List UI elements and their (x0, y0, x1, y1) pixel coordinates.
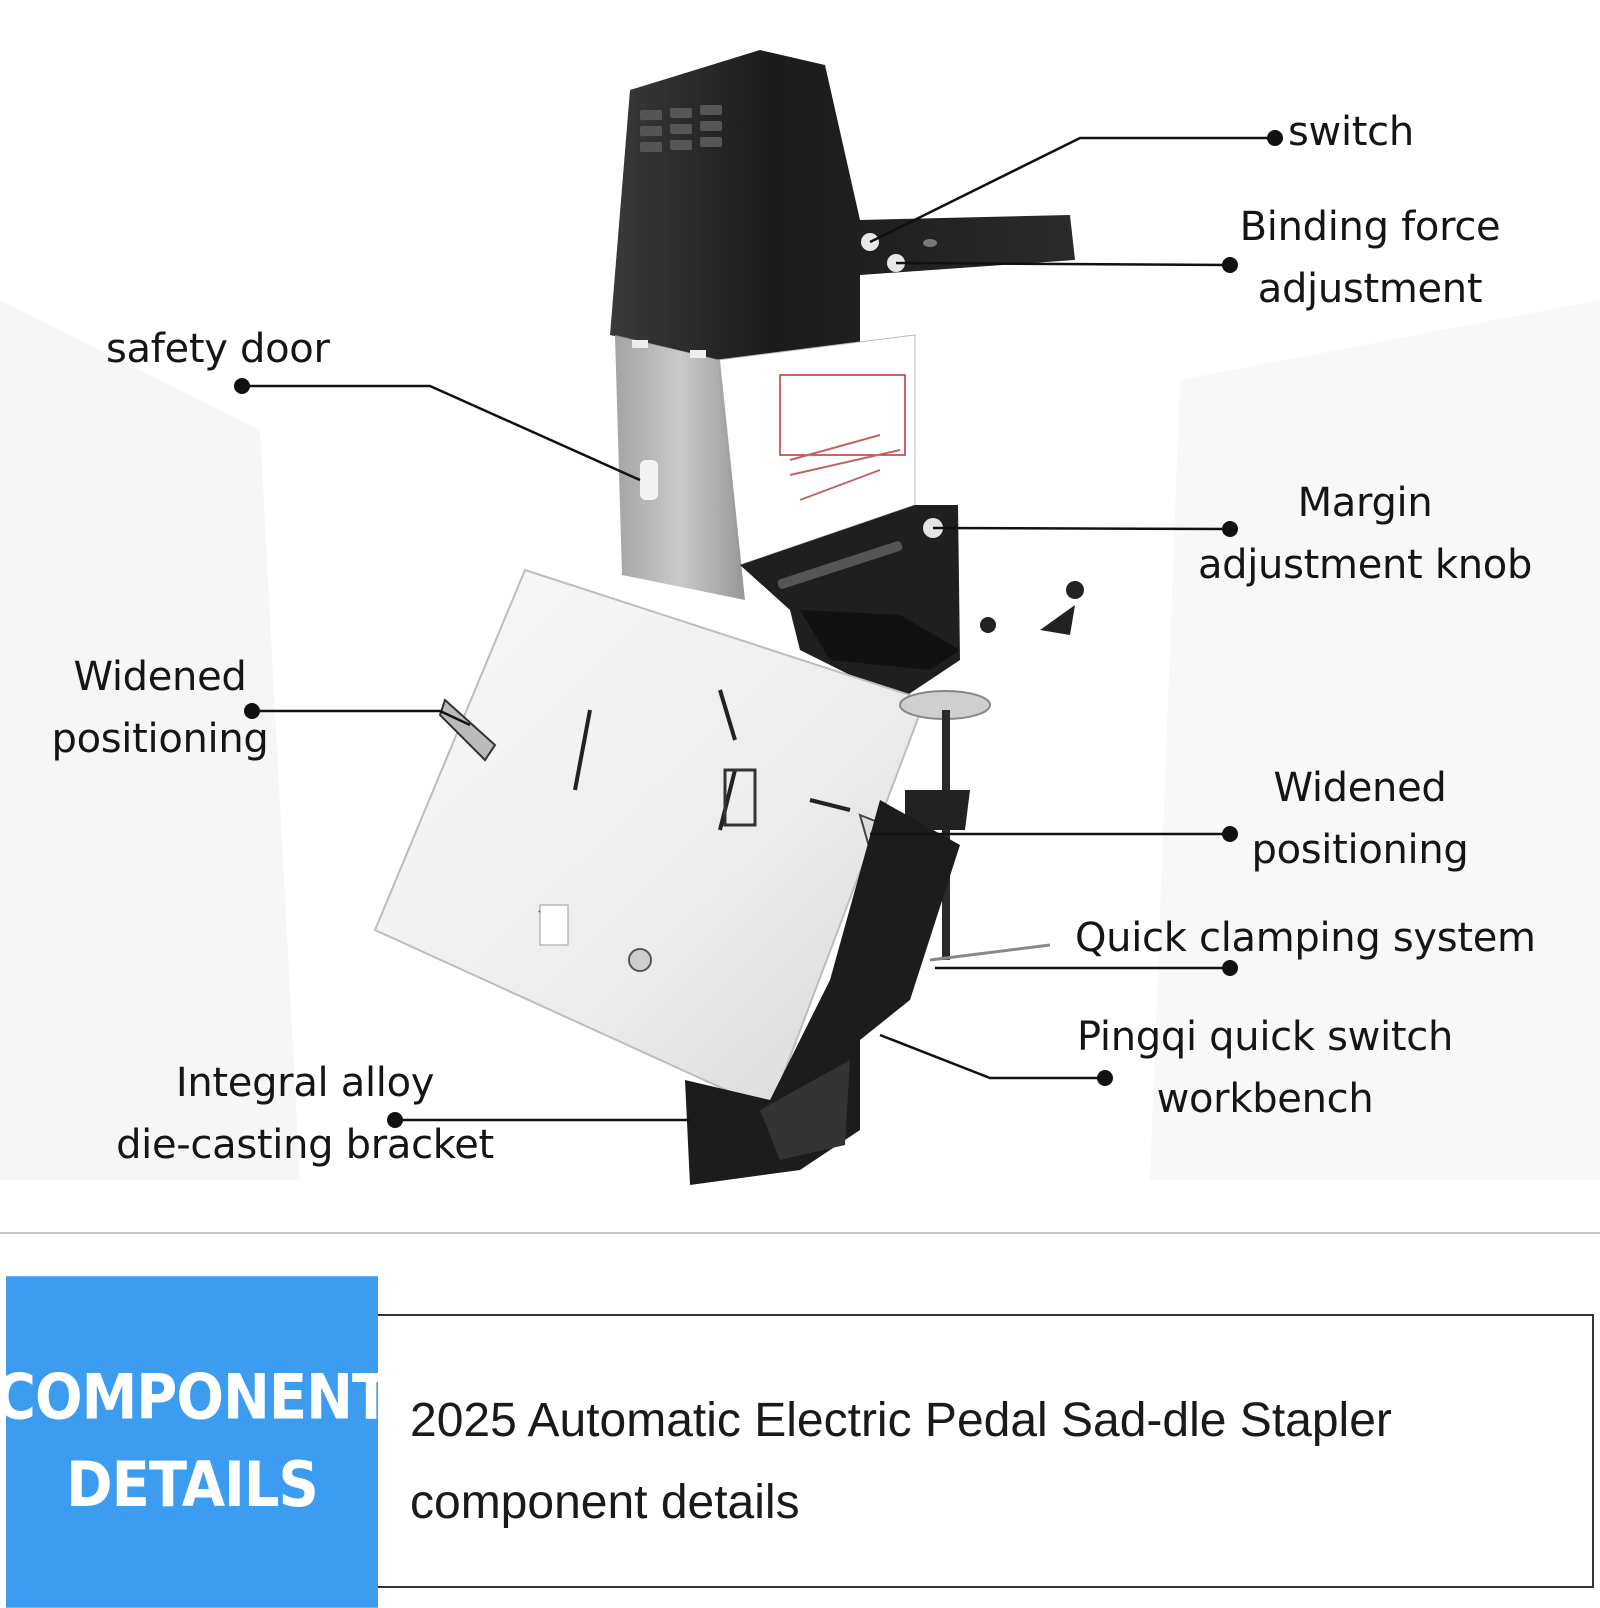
label-integral-alloy-line1: Integral alloy (175, 1060, 435, 1106)
leader-margin-knob (932, 526, 1231, 531)
leader-switch (869, 136, 1275, 244)
badge-line2: DETAILS (66, 1448, 319, 1522)
leader-pingqi (879, 1033, 1105, 1080)
label-widened-left-line1: Widened (73, 654, 247, 700)
stapler-head (610, 50, 1075, 360)
label-integral-alloy: Integral alloy die-casting bracket (100, 1052, 510, 1176)
label-widened-left-line2: positioning (51, 716, 269, 762)
component-details-badge: COMPONENT DETAILS (0, 1276, 390, 1608)
label-widened-left: Widened positioning (40, 646, 280, 770)
leader-binding-force (895, 261, 1231, 267)
label-margin-knob-line2: adjustment knob (1197, 542, 1533, 588)
label-binding-force: Binding force adjustment (1220, 196, 1520, 320)
callout-dots (234, 130, 1283, 1128)
label-integral-alloy-line2: die-casting bracket (116, 1122, 494, 1168)
label-quick-clamping: Quick clamping system (1075, 907, 1536, 969)
vent-grille (640, 105, 722, 152)
safety-door (615, 335, 745, 600)
callout-lines (242, 136, 1275, 1122)
leader-safety-door (242, 384, 641, 482)
label-binding-force-line1: Binding force (1239, 204, 1501, 250)
section-divider (0, 1232, 1600, 1234)
label-switch: switch (1288, 101, 1414, 163)
label-widened-right-line1: Widened (1273, 765, 1447, 811)
product-description: 2025 Automatic Electric Pedal Sad-dle St… (410, 1380, 1580, 1544)
label-margin-knob-line1: Margin (1297, 480, 1433, 526)
leader-widened-left (252, 709, 471, 727)
label-pingqi-line2: workbench (1156, 1076, 1374, 1122)
label-margin-knob: Margin adjustment knob (1180, 472, 1550, 596)
label-switch-text: switch (1288, 109, 1414, 155)
label-quick-clamping-text: Quick clamping system (1075, 915, 1536, 961)
label-widened-right: Widened positioning (1240, 757, 1480, 881)
label-binding-force-line2: adjustment (1257, 266, 1483, 312)
label-widened-right-line2: positioning (1251, 827, 1469, 873)
label-pingqi: Pingqi quick switch workbench (1055, 1006, 1475, 1130)
label-safety-door-text: safety door (106, 326, 330, 372)
stapler-diagram (234, 50, 1283, 1185)
label-pingqi-line1: Pingqi quick switch (1076, 1014, 1454, 1060)
label-safety-door: safety door (106, 318, 330, 380)
description-line1: 2025 Automatic Electric Pedal Sad-dle St… (410, 1394, 1392, 1447)
description-line2: component details (410, 1476, 800, 1529)
badge-line1: COMPONENT (0, 1361, 390, 1435)
watermark: Kh (1075, 621, 1137, 673)
